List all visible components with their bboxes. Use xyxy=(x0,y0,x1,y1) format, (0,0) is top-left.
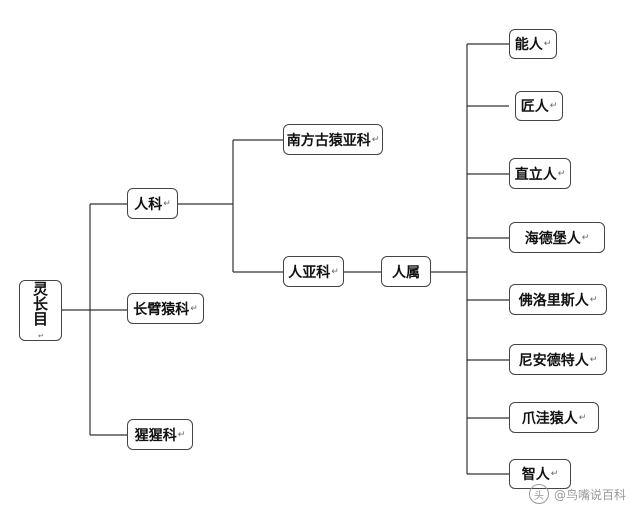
root-char-2: 长 xyxy=(32,294,48,313)
node-family-hylobatidae: 长臂猿科 ↵ xyxy=(127,293,204,324)
node-subfamily-australopithecinae: 南方古猿亚科 ↵ xyxy=(283,124,383,155)
paragraph-mark-icon: ↵ xyxy=(557,168,566,179)
node-species-erectus: 直立人 ↵ xyxy=(509,158,571,189)
node-label: 猩猩科 xyxy=(134,427,177,444)
node-label: 人科 xyxy=(134,196,163,213)
node-species-ergaster: 匠人 ↵ xyxy=(515,91,563,121)
node-species-habilis: 能人 ↵ xyxy=(509,29,557,59)
paragraph-mark-icon: ↵ xyxy=(543,39,552,49)
node-label: 直立人 xyxy=(514,166,557,183)
paragraph-mark-icon: ↵ xyxy=(589,294,598,305)
paragraph-mark-icon: ↵ xyxy=(581,232,590,243)
paragraph-mark-icon: ↵ xyxy=(371,134,380,145)
paragraph-mark-icon: ↵ xyxy=(177,429,186,440)
toutiao-logo-icon: 头 xyxy=(528,484,549,504)
node-label: 海德堡人 xyxy=(524,230,581,247)
root-char-1: 灵 xyxy=(32,279,48,298)
node-family-pongidae: 猩猩科 ↵ xyxy=(127,419,193,450)
paragraph-mark-icon: ↵ xyxy=(549,101,558,111)
node-label: 爪洼猿人 xyxy=(521,410,578,427)
paragraph-mark-icon: ↵ xyxy=(163,198,171,209)
watermark: 头 @鸟嘴说百科 xyxy=(528,484,626,504)
node-subfamily-homininae: 人亚科 ↵ xyxy=(283,256,344,287)
node-species-floresiensis: 佛洛里斯人 ↵ xyxy=(509,284,607,315)
node-label: 匠人 xyxy=(520,99,549,115)
paragraph-mark-icon: ↵ xyxy=(190,303,198,314)
node-label: 人亚科 xyxy=(288,264,331,281)
node-family-hominidae: 人科 ↵ xyxy=(127,188,178,219)
node-label: 智人 xyxy=(521,467,550,483)
watermark-text: @鸟嘴说百科 xyxy=(553,487,626,502)
node-label: 长臂猿科 xyxy=(133,301,190,318)
node-root-order: 灵 长 目 ↵ xyxy=(19,280,62,341)
paragraph-mark-icon: ↵ xyxy=(589,354,598,365)
node-species-neanderthalensis: 尼安德特人 ↵ xyxy=(509,344,607,375)
paragraph-mark-icon: ↵ xyxy=(38,331,44,340)
paragraph-mark-icon: ↵ xyxy=(331,266,339,277)
node-label: 尼安德特人 xyxy=(518,352,589,369)
paragraph-mark-icon: ↵ xyxy=(578,412,587,423)
paragraph-mark-icon: ↵ xyxy=(550,469,559,479)
node-species-java-man: 爪洼猿人 ↵ xyxy=(509,402,599,433)
node-label: 人属 xyxy=(392,264,420,281)
node-label: 南方古猿亚科 xyxy=(286,132,371,149)
node-species-heidelbergensis: 海德堡人 ↵ xyxy=(509,222,605,253)
root-char-3: 目 xyxy=(32,309,48,328)
node-label: 能人 xyxy=(514,37,543,53)
node-label: 佛洛里斯人 xyxy=(518,292,589,309)
node-genus-homo: 人属 xyxy=(381,256,431,287)
